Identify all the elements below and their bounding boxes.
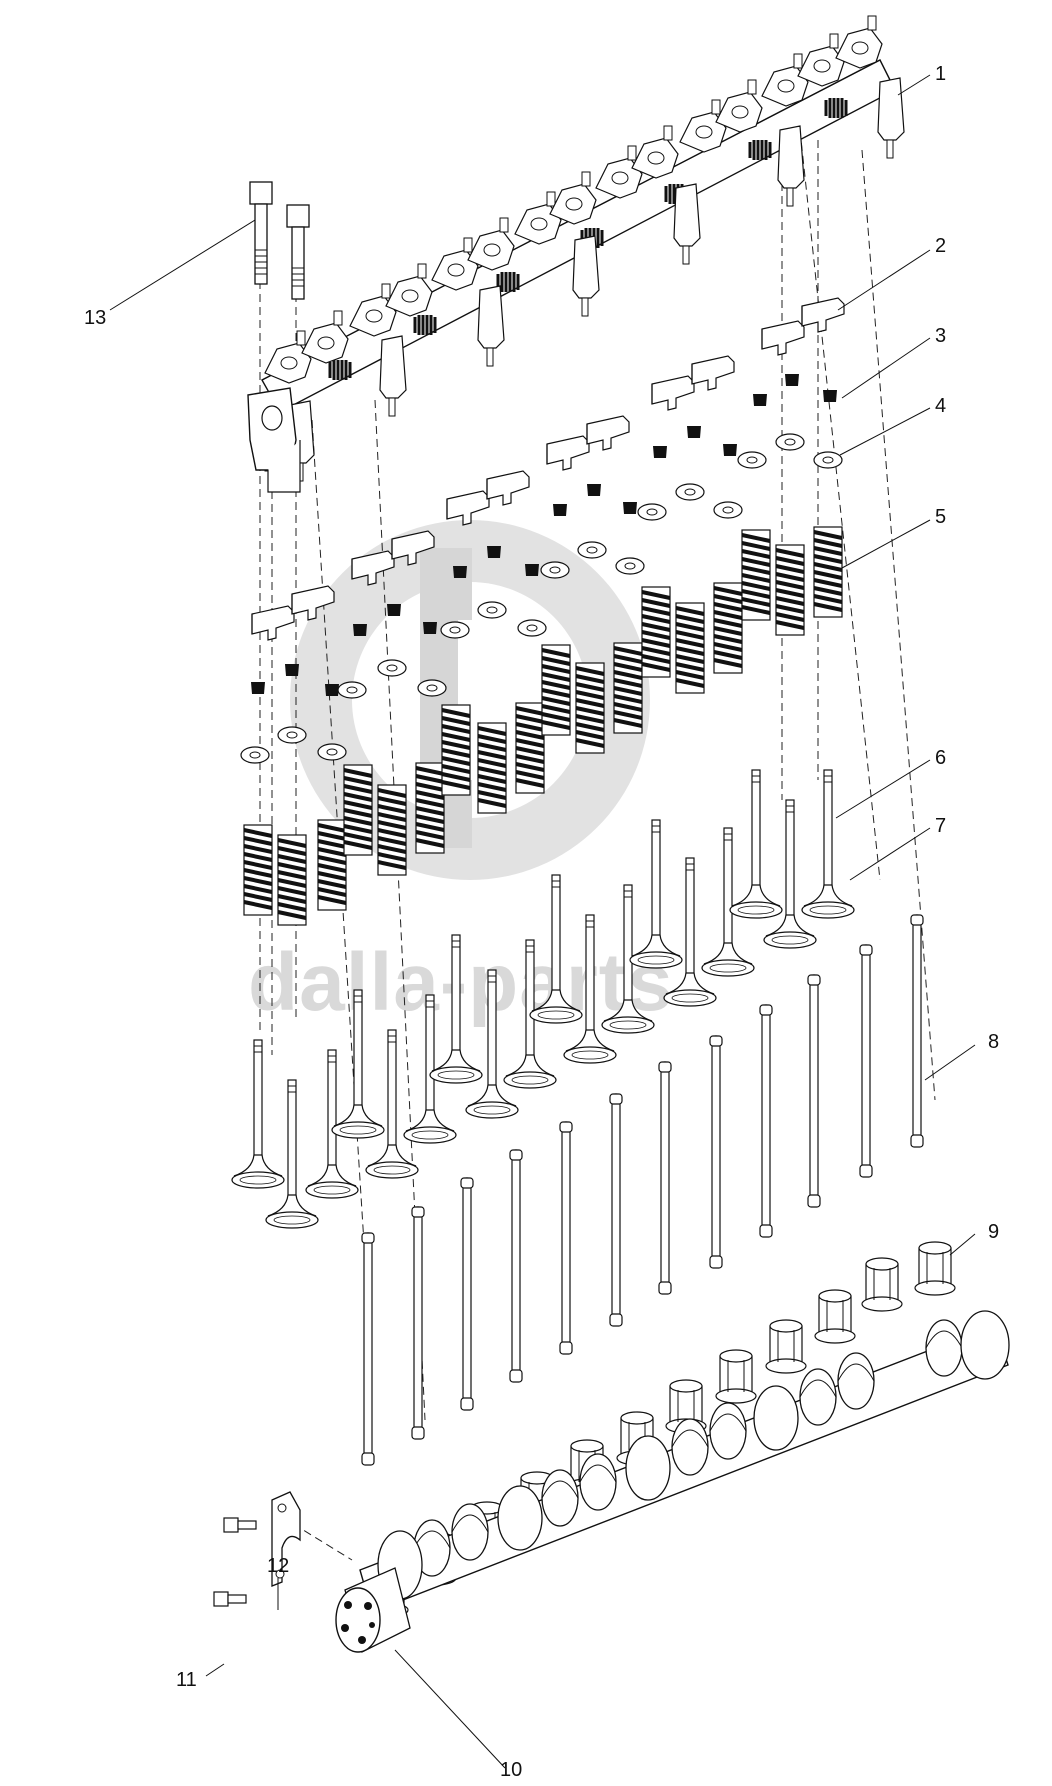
callout-2: 2 (935, 235, 946, 257)
screw (213, 1591, 247, 1607)
callout-12: 12 (267, 1555, 289, 1577)
screw (223, 1517, 257, 1533)
callout-9: 9 (988, 1221, 999, 1243)
camshaft (335, 1310, 1010, 1653)
callout-11: 11 (176, 1669, 197, 1691)
callout-6: 6 (935, 747, 946, 769)
callout-8: 8 (988, 1031, 999, 1053)
callout-13: 13 (84, 307, 106, 329)
callout-4: 4 (935, 395, 946, 417)
callout-10: 10 (500, 1759, 522, 1781)
bolt (249, 181, 273, 285)
thrust-plate (271, 1491, 301, 1587)
thrust-plate-screws (213, 1517, 257, 1607)
callout-labels: 1 2 3 4 5 6 7 8 9 10 11 12 13 (84, 63, 999, 1781)
leader-lines (109, 74, 976, 1769)
end-bracket (247, 387, 301, 493)
rocker-shaft-assembly (247, 15, 905, 493)
bolt (286, 204, 310, 300)
callout-7: 7 (935, 815, 946, 837)
callout-5: 5 (935, 506, 946, 528)
callout-1: 1 (935, 63, 946, 85)
rocker-pedestals (255, 77, 905, 482)
callout-3: 3 (935, 325, 946, 347)
camshaft-front-end (335, 1567, 411, 1653)
mounting-bolts (249, 181, 310, 300)
watermark-text: dalla-parts (248, 937, 674, 1028)
